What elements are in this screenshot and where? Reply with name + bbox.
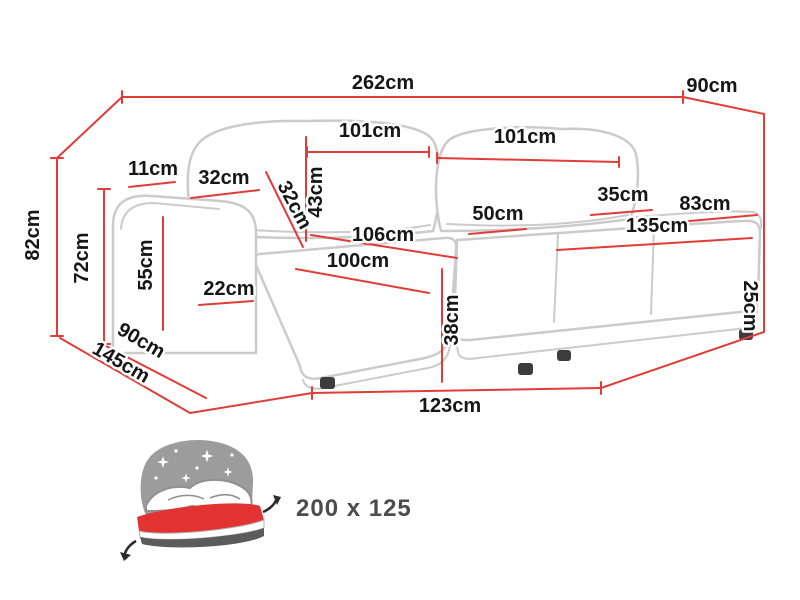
star-dot (154, 476, 158, 480)
backrest-rail (584, 210, 763, 229)
box-edge-bottom-left (189, 392, 313, 414)
box-edge-bottom-right (600, 331, 765, 389)
unfold-arrow-right (262, 495, 281, 514)
arrow-curve (262, 497, 279, 514)
dim-right-section-width-label: 83cm (679, 193, 730, 215)
dim-overall-height-label: 82cm (22, 209, 44, 260)
dimension-labels: 262cm 90cm 82cm 72cm 11cm 32cm 32cm 43cm… (20, 70, 764, 420)
box-edge-top-left (56, 96, 123, 159)
dim-right-edge-height-label: 25cm (739, 280, 761, 331)
back-cushion-right (434, 126, 640, 233)
arrow-head (120, 552, 131, 561)
dim-chaise-length-label: 106cm (352, 224, 414, 246)
dim-line-chaise-length (310, 234, 458, 259)
dim-line-chaise-width (295, 268, 430, 294)
star-icon (200, 449, 214, 463)
seat-right-front (455, 297, 758, 360)
star-dot (195, 466, 199, 470)
seat-seam-2 (650, 226, 655, 315)
dim-line-overall-depth (682, 96, 765, 115)
sleeping-function-icon (120, 439, 281, 561)
star-icon (157, 456, 169, 468)
star-dot (230, 453, 234, 457)
dim-seat-height-label: 38cm (441, 294, 463, 345)
dim-chaise-outer-edge-label: 123cm (419, 395, 481, 417)
dim-line-cushion-width-right (436, 157, 620, 163)
sofa-leg (320, 377, 335, 389)
dim-back-height-label: 72cm (71, 232, 93, 283)
dim-seat-width-right-label: 135cm (626, 215, 688, 237)
sofa-illustration (111, 119, 763, 390)
chaise-front (302, 344, 451, 390)
dim-line-armrest-top-width (128, 181, 176, 188)
dim-line-chaise-depth-total (59, 337, 191, 414)
dim-line-backrest-top-width (590, 209, 653, 216)
sleeping-size-label: 200 x 125 (296, 495, 412, 522)
duvet-fold (167, 494, 205, 501)
back-cushion-right-fold (446, 214, 629, 227)
arrow-head (273, 495, 281, 505)
dim-armrest-width-label: 22cm (203, 278, 254, 300)
dim-seat-depth-section-label: 50cm (472, 203, 523, 225)
armrest-top-edge (120, 201, 220, 230)
seat-seam-1 (553, 232, 559, 323)
dimension-lines (50, 90, 765, 414)
star-dot (174, 449, 178, 453)
sofa-leg (518, 363, 533, 375)
sofa-leg (557, 350, 571, 361)
dim-line-seat-width-right (556, 237, 753, 251)
dim-chaise-width-label: 100cm (327, 250, 389, 272)
armrest-left (111, 194, 258, 355)
dim-cushion-width-left-label: 101cm (339, 120, 401, 142)
unfold-arrow-left (120, 539, 137, 561)
mattress-red (137, 503, 264, 534)
dim-line-cushion-depth-top (190, 189, 260, 199)
dim-armrest-top-width-label: 11cm (128, 158, 178, 180)
star-icon (223, 467, 233, 477)
dim-overall-depth-label: 90cm (686, 75, 737, 97)
dim-overall-width-label: 262cm (352, 72, 414, 94)
dim-armrest-height-label: 55cm (135, 239, 157, 290)
dim-line-right-section-width (655, 214, 758, 225)
seat-right-top (452, 219, 762, 342)
dim-backrest-top-width-label: 35cm (597, 184, 648, 206)
dim-line-cushion-depth-side (265, 171, 304, 248)
star-icon (181, 473, 191, 483)
back-cushion-left (186, 119, 441, 240)
dim-line-armrest-width (198, 300, 254, 306)
dim-line-chaise-outer-edge (311, 387, 602, 394)
dim-line-side-depth (103, 344, 207, 399)
dim-line-seat-depth-section (468, 228, 527, 235)
dim-cushion-depth-top-label: 32cm (198, 167, 249, 189)
dim-cushion-height-label: 43cm (305, 166, 327, 217)
base-dark (140, 528, 264, 548)
duvet-fold (209, 494, 241, 500)
dim-cushion-width-right-label: 101cm (494, 126, 556, 148)
